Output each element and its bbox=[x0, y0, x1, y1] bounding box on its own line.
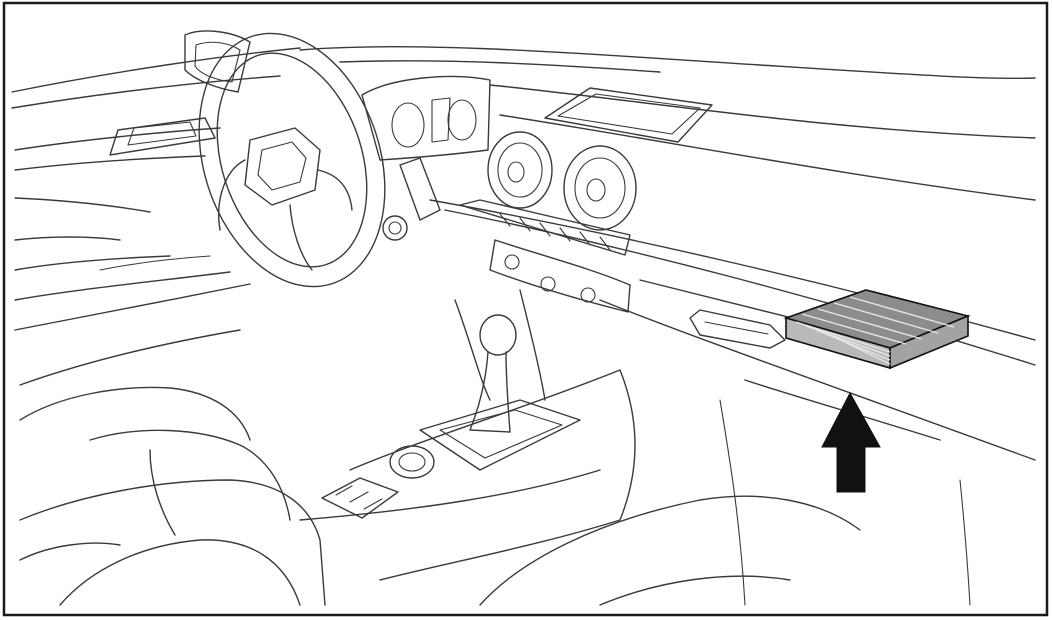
steering-wheel bbox=[184, 30, 386, 288]
up-arrow-icon bbox=[821, 391, 881, 493]
air-vents bbox=[487, 131, 637, 231]
center-console bbox=[299, 289, 636, 581]
climate-panel bbox=[382, 157, 631, 313]
filter-side-face bbox=[889, 314, 969, 370]
cabin-air-filter bbox=[783, 289, 971, 370]
passenger-footwell bbox=[719, 399, 971, 606]
filter-pleats bbox=[795, 296, 955, 365]
left-door bbox=[11, 47, 301, 386]
center-display bbox=[544, 87, 713, 143]
front-seats bbox=[19, 386, 861, 606]
